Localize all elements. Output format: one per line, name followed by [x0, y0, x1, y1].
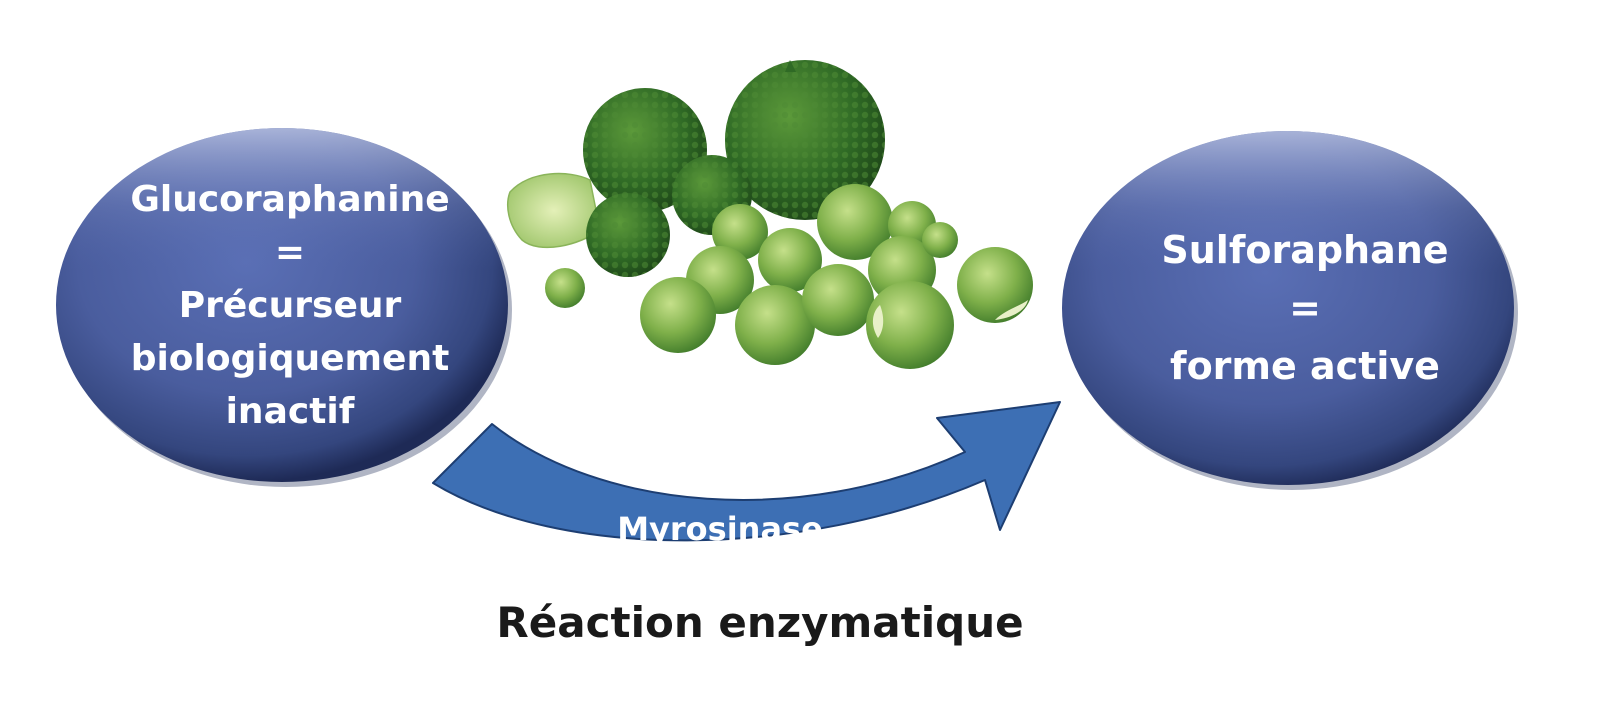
myrosinase-label: Myrosinase [600, 510, 840, 548]
left-line-2: = [275, 226, 305, 279]
left-line-1: Glucoraphanine [130, 173, 449, 226]
right-line-1: Sulforaphane [1161, 221, 1448, 279]
right-line-3: forme active [1170, 337, 1440, 395]
left-line-4: biologiquement [131, 332, 450, 385]
right-line-2: = [1289, 279, 1321, 337]
glucoraphanine-label: Glucoraphanine = Précurseur biologiqueme… [70, 130, 510, 480]
sulforaphane-label: Sulforaphane = forme active [1085, 175, 1525, 440]
reaction-caption: Réaction enzymatique [440, 598, 1080, 647]
broccoli-sprouts-illustration [508, 60, 1033, 369]
left-line-3: Précurseur [179, 279, 402, 332]
left-line-5: inactif [226, 385, 355, 438]
